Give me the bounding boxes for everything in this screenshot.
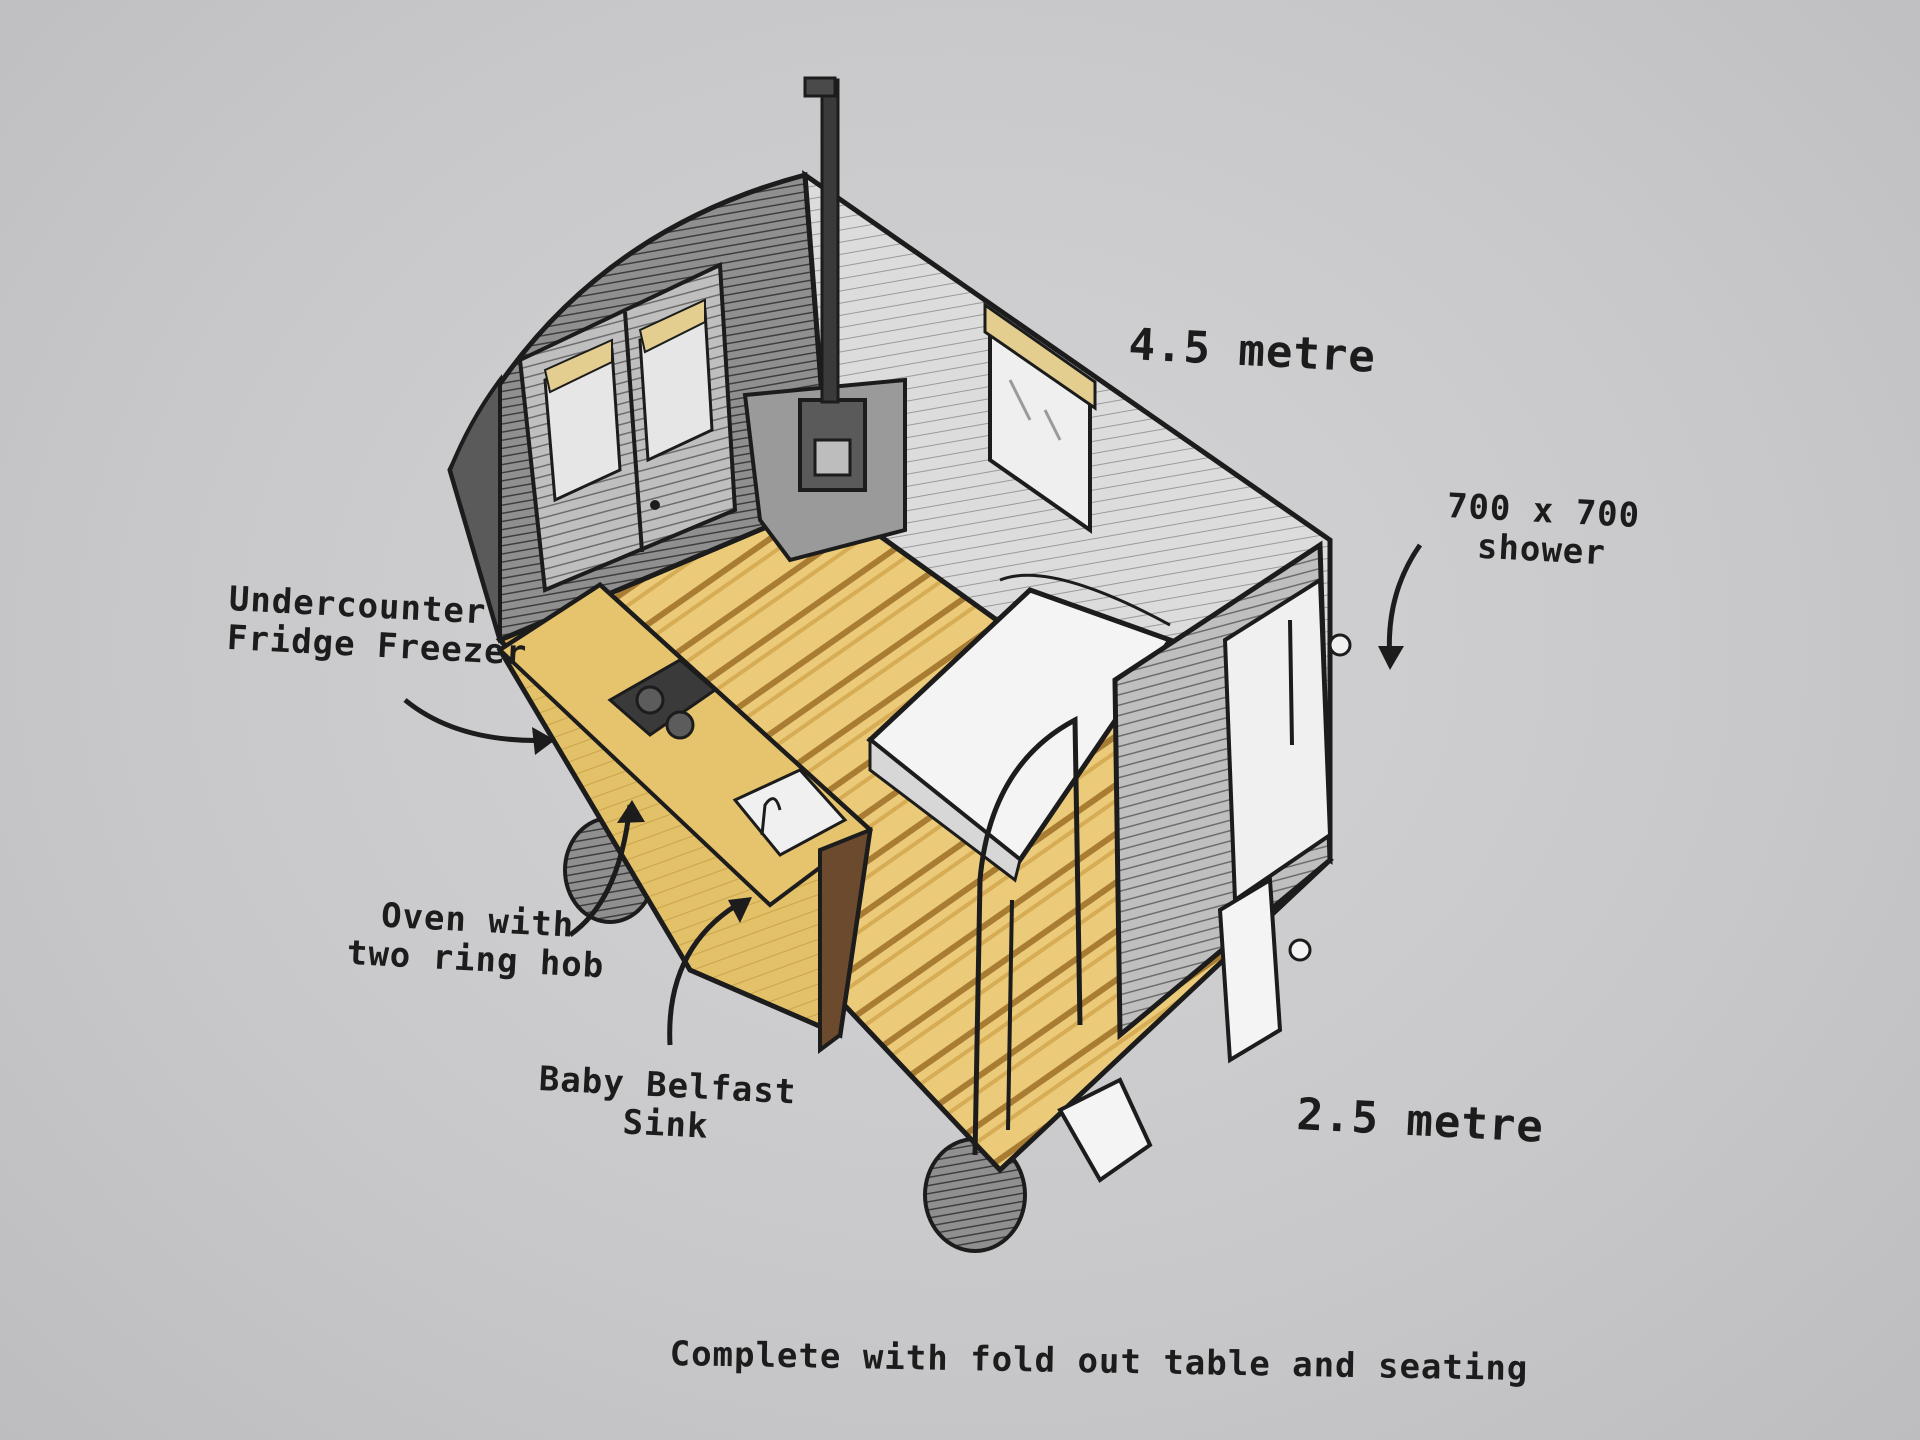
double-door [517,261,738,593]
ladder [972,715,1083,1156]
wood-burning-stove [742,76,907,563]
bed [866,573,1174,883]
arrow-oven-head [617,800,645,823]
arrow-sink [667,897,747,1046]
fridge-label: Undercounter Fridge Freezer [226,579,530,674]
side-window [983,302,1097,534]
arrow-sink-head [728,897,752,923]
end-wall-edge [447,373,502,641]
arrow-fridge-head [532,727,555,755]
bathroom [1057,540,1352,1183]
kitchen-counter [496,581,874,1054]
arrow-oven [568,804,633,938]
sink-label: Baby Belfast Sink [536,1059,797,1152]
arrow-shower-head [1378,646,1404,670]
shower-label: 700 x 700 shower [1444,486,1641,575]
oven-label: Oven with two ring hob [346,895,607,987]
arrow-shower [1386,543,1423,661]
